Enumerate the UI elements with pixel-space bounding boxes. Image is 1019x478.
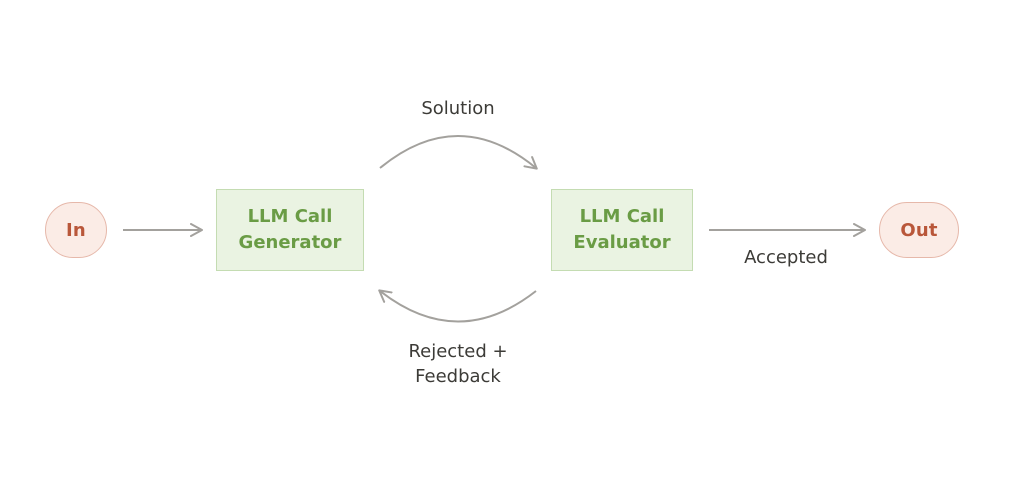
node-generator: LLM Call Generator xyxy=(216,189,364,271)
node-generator-line2: Generator xyxy=(238,232,342,253)
node-output: Out xyxy=(879,202,959,258)
node-evaluator-line1: LLM Call xyxy=(579,206,665,227)
edge-label-solution: Solution xyxy=(421,98,495,119)
edge-label-rejected-line2: Feedback xyxy=(415,366,501,387)
arrow-rejected-feedback xyxy=(378,289,537,323)
node-evaluator-line2: Evaluator xyxy=(573,232,671,253)
node-input-label: In xyxy=(66,219,86,241)
node-output-label: Out xyxy=(900,219,938,241)
arrow-solution xyxy=(379,135,538,170)
edge-label-rejected-feedback: Rejected + Feedback xyxy=(388,339,528,389)
node-generator-line1: LLM Call xyxy=(247,206,333,227)
node-input: In xyxy=(45,202,107,258)
node-evaluator: LLM Call Evaluator xyxy=(551,189,693,271)
edge-label-rejected-line1: Rejected + xyxy=(408,341,508,362)
edge-label-accepted: Accepted xyxy=(744,247,828,268)
